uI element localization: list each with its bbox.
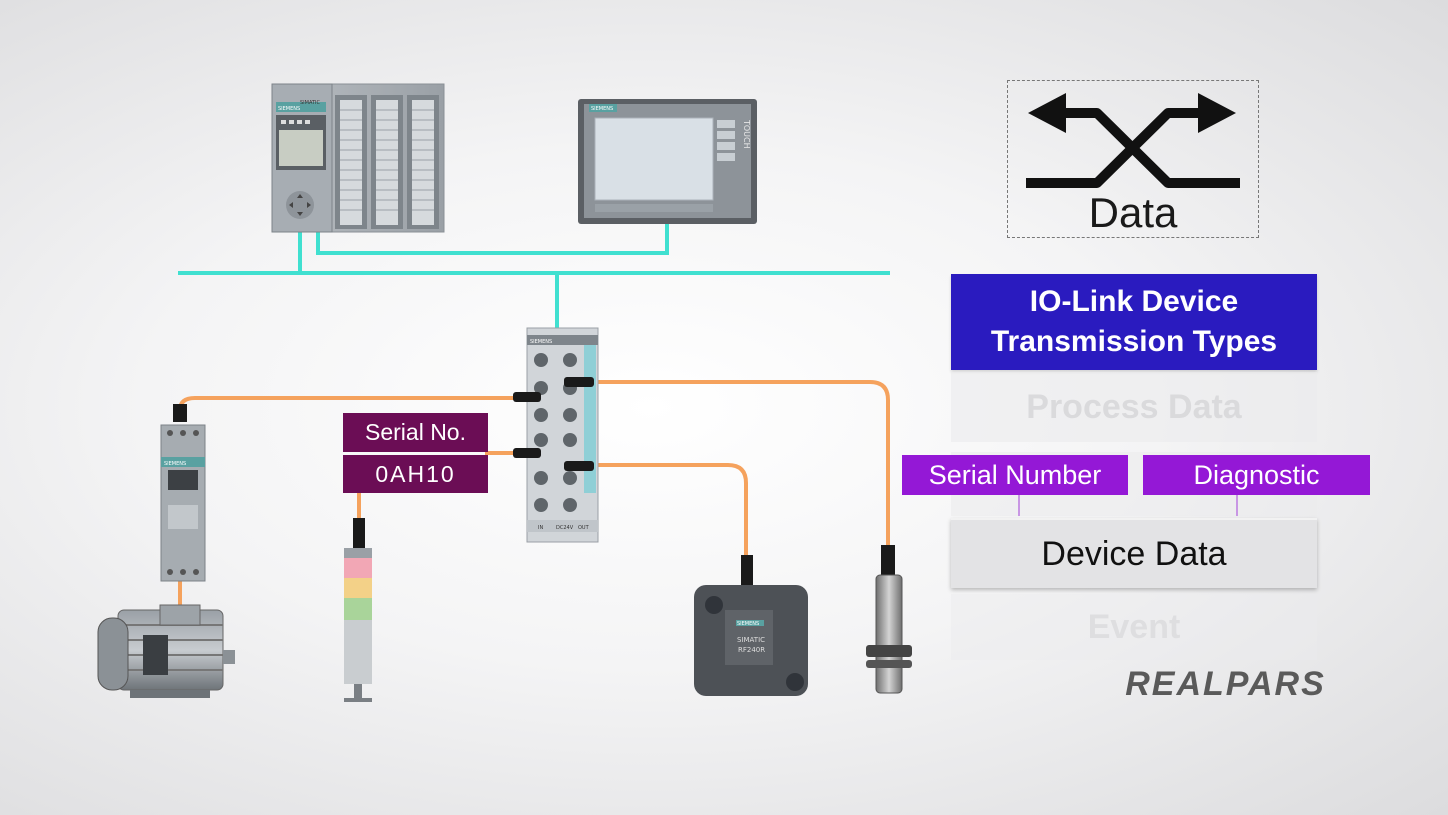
- data-icon-label: Data: [1088, 189, 1178, 236]
- row-device-data[interactable]: Device Data: [951, 518, 1317, 588]
- io-link-master[interactable]: SIEMENS IN DC24V OUT: [513, 327, 599, 543]
- reader-brand: SIEMENS: [737, 621, 759, 627]
- serial-number-label: Serial No.: [343, 413, 488, 452]
- plc-brand: SIEMENS: [278, 106, 300, 112]
- motor-starter[interactable]: SIEMENS: [160, 404, 206, 582]
- electric-motor[interactable]: [97, 604, 235, 698]
- io-master-brand: SIEMENS: [530, 339, 552, 345]
- panel-title-line2: Transmission Types: [990, 325, 1278, 358]
- serial-number-value: 0AH10: [343, 455, 488, 493]
- rfid-reader[interactable]: SIEMENS SIMATIC RF240R: [694, 555, 808, 696]
- hmi-side-label: TOUCH: [742, 119, 751, 149]
- network-cables: [178, 224, 890, 330]
- io-dc-label: DC24V: [556, 525, 574, 531]
- row-event[interactable]: Event: [951, 594, 1317, 660]
- hmi-touch-panel[interactable]: SIEMENS TOUCH: [578, 99, 757, 224]
- plc-model: SIMATIC: [300, 100, 321, 106]
- proximity-sensor[interactable]: [866, 545, 912, 694]
- reader-model: RF240R: [738, 646, 765, 654]
- data-icon-frame: Data: [1007, 80, 1259, 238]
- panel-title: IO-Link Device Transmission Types: [951, 274, 1317, 370]
- starter-brand: SIEMENS: [164, 461, 186, 467]
- reader-label: SIMATIC: [737, 636, 765, 644]
- tag-serial-number: Serial Number: [902, 455, 1128, 495]
- panel-title-line1: IO-Link Device: [1029, 285, 1239, 318]
- row-process-data[interactable]: Process Data: [951, 372, 1317, 442]
- data-exchange-icon: [1026, 93, 1240, 188]
- hmi-brand: SIEMENS: [591, 106, 613, 112]
- plc-controller[interactable]: SIEMENS SIMATIC: [271, 83, 445, 233]
- stack-light[interactable]: [344, 518, 372, 702]
- io-out-label: OUT: [578, 525, 590, 531]
- io-in-label: IN: [538, 525, 543, 531]
- realpars-logo: REALPARS: [1125, 664, 1326, 703]
- tag-diagnostic: Diagnostic: [1143, 455, 1370, 495]
